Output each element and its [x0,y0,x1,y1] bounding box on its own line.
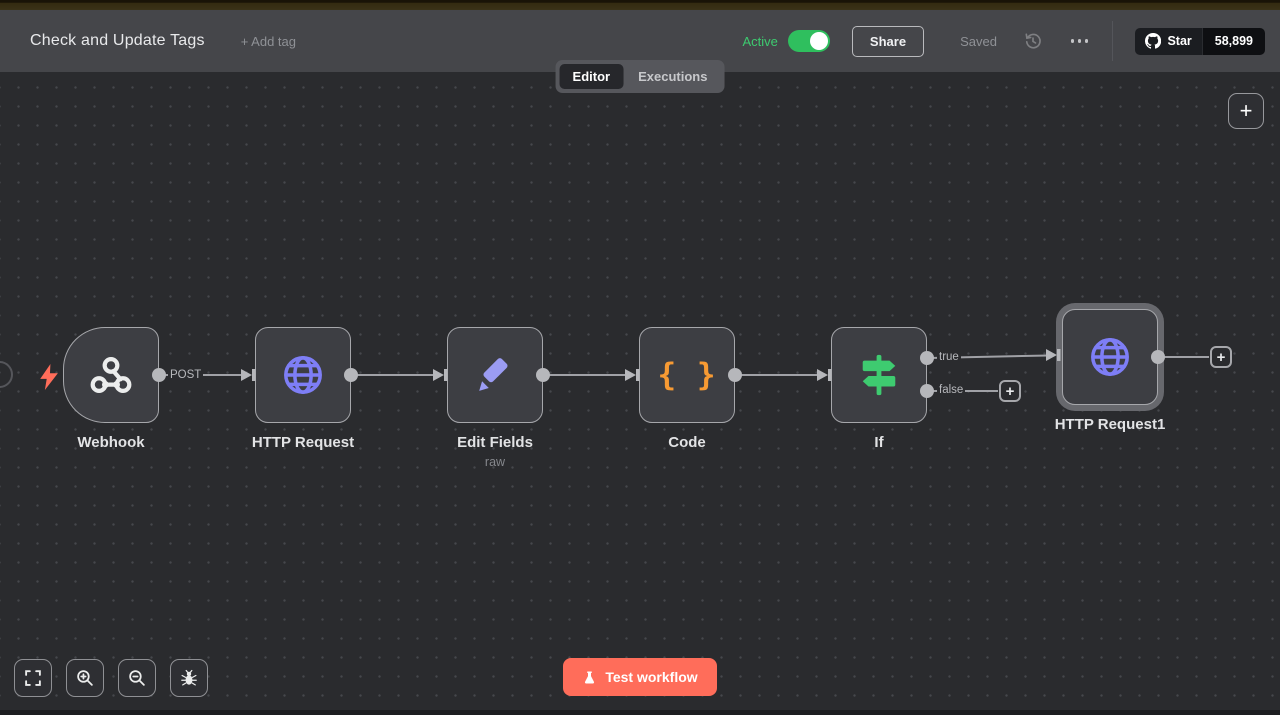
bottom-strip [0,710,1280,715]
globe-icon [1085,332,1135,382]
canvas-controls [14,659,208,697]
curly-braces-icon: { } [657,357,717,393]
zoom-to-fit-button[interactable] [14,659,52,697]
add-node-false-branch-button[interactable]: + [999,380,1021,402]
zoom-out-button[interactable] [118,659,156,697]
webhook-output-label: POST [168,369,204,382]
header-divider [1112,21,1114,61]
node-label: HTTP Request [251,434,355,451]
add-tag-button[interactable]: + Add tag [240,33,296,49]
github-star-widget[interactable]: Star 58,899 [1135,27,1265,55]
more-menu-icon[interactable] [1067,33,1093,49]
browser-top-strip [0,0,1280,10]
zoom-in-button[interactable] [66,659,104,697]
add-node-after-http1-button[interactable]: + [1210,346,1232,368]
webhook-icon [88,352,134,398]
node-webhook-box[interactable] [40,327,159,423]
node-code: { } Code [639,327,735,451]
bug-icon-button[interactable] [170,659,208,697]
flask-icon [582,670,597,685]
node-http-request1: HTTP Request1 [1055,309,1165,433]
node-edit-fields: Edit Fields raw [447,327,543,469]
add-node-button[interactable]: + [1228,93,1264,129]
node-webhook: Webhook [40,327,159,451]
node-code-box[interactable]: { } [639,327,735,423]
node-label: Webhook [77,434,145,451]
github-logo-icon [1145,33,1162,49]
github-star-count: 58,899 [1214,34,1253,48]
test-workflow-label: Test workflow [605,669,698,685]
globe-icon [278,350,328,400]
node-http-request: HTTP Request [252,327,354,451]
node-edit-fields-box[interactable] [447,327,543,423]
node-sublabel: raw [484,455,506,469]
saved-status: Saved [960,33,997,49]
pencil-icon [472,352,518,398]
node-label: Edit Fields [457,434,533,451]
test-workflow-button[interactable]: Test workflow [563,658,717,696]
node-http-request1-box[interactable] [1062,309,1158,405]
share-button[interactable]: Share [851,25,925,57]
tab-executions[interactable]: Executions [638,69,708,84]
view-tabs: Editor Executions [555,60,725,93]
workflow-title[interactable]: Check and Update Tags [30,32,205,49]
github-star-label: Star [1167,34,1192,48]
node-if-box[interactable] [831,327,927,423]
if-true-label: true [937,351,961,364]
node-label: HTTP Request1 [1054,416,1166,433]
node-http-request-box[interactable] [255,327,351,423]
node-label: If [874,434,884,451]
active-toggle[interactable] [787,30,830,52]
node-label: Code [668,434,706,451]
trigger-bolt-icon [40,364,59,390]
tab-editor[interactable]: Editor [559,64,624,89]
signpost-icon [856,352,902,398]
history-icon[interactable] [1023,31,1043,51]
node-if: If [831,327,927,451]
toggle-knob [809,32,828,50]
active-label: Active [742,33,778,49]
if-false-label: false [937,384,966,397]
